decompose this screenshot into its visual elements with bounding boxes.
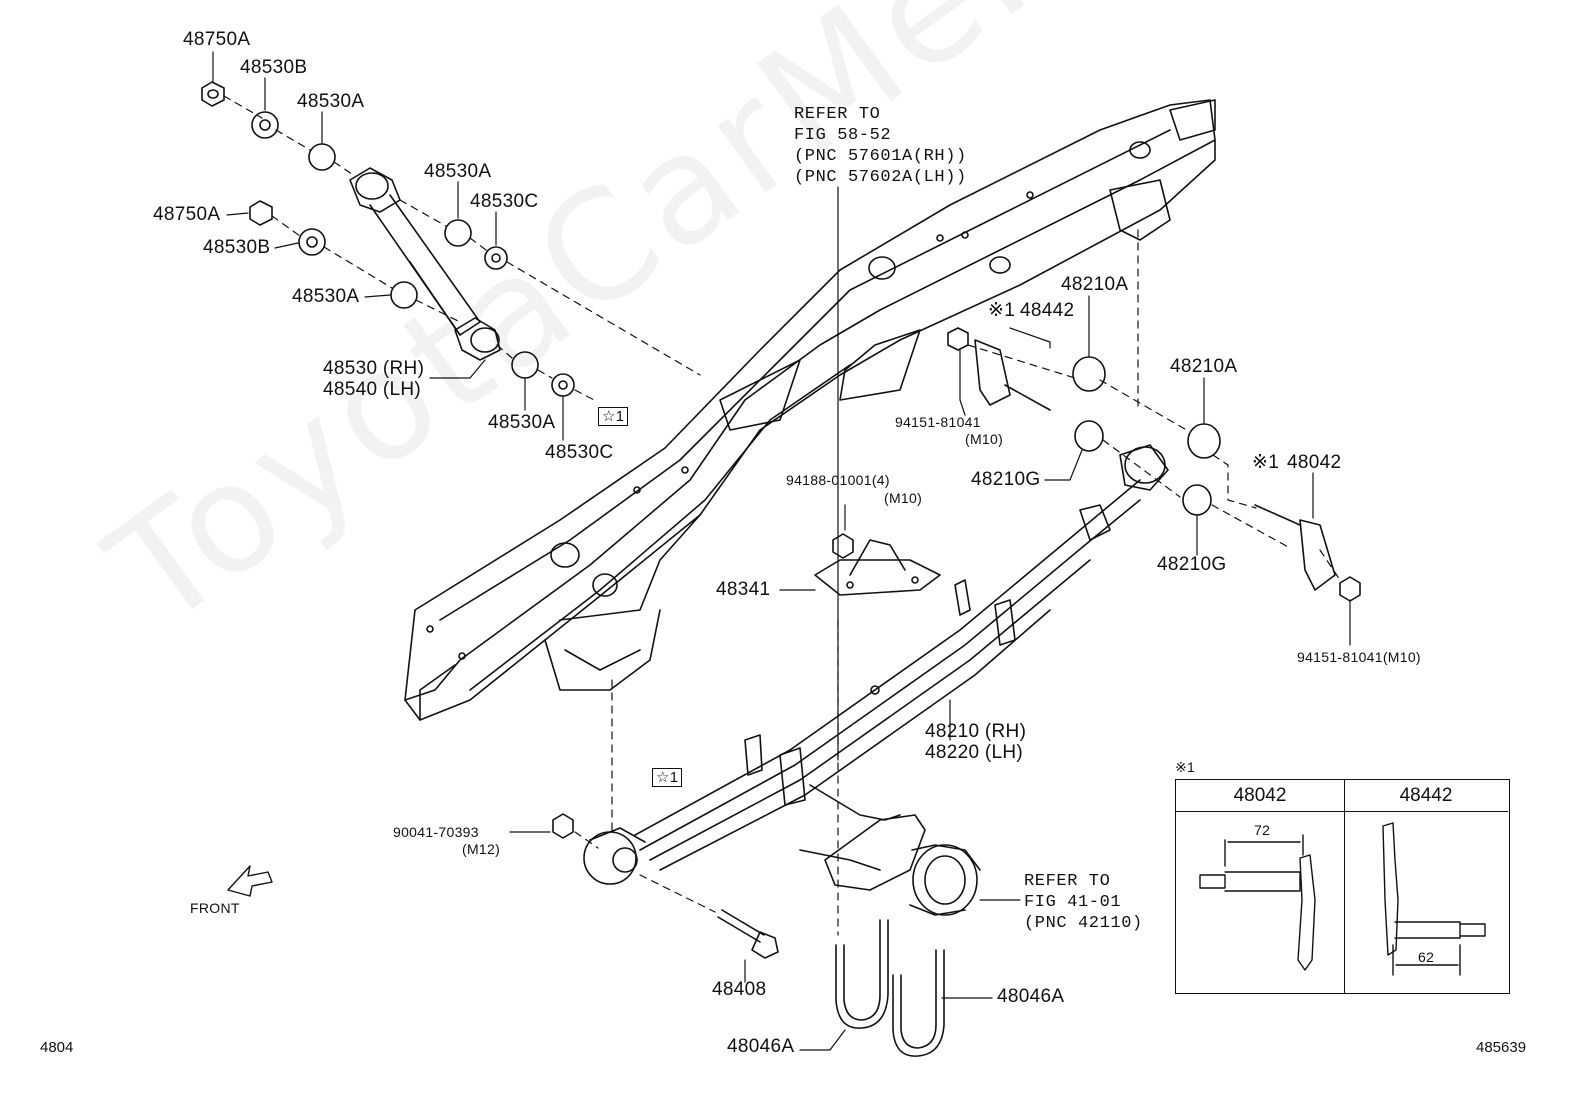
label-48046A-right: 48046A: [997, 986, 1065, 1007]
image-id: 485639: [1476, 1039, 1527, 1056]
inset-dimension-62: 62: [1418, 949, 1435, 965]
frame-rail: [404, 99, 1216, 721]
refer-to-axle-line2: FIG 41-01: [1024, 893, 1122, 912]
label-48046A-left: 48046A: [727, 1036, 795, 1057]
front-label: FRONT: [190, 900, 240, 916]
label-48750A-mid: 48750A: [153, 204, 221, 225]
inset-header-48042: 48042: [1176, 780, 1344, 812]
star-note-marker-top: ☆1: [598, 407, 629, 426]
hardware: [201, 81, 1361, 839]
u-bolts: [835, 919, 945, 1057]
inset-header-48442: 48442: [1344, 780, 1508, 812]
label-48408: 48408: [712, 979, 767, 1000]
refer-to-frame-line2: FIG 58-52: [794, 126, 892, 145]
label-90041-m12: (M12): [462, 841, 501, 857]
refer-to-frame-line3: (PNC 57601A(RH)): [794, 147, 967, 166]
diagram-id: 4804: [40, 1039, 74, 1056]
label-94188-01001: 94188-01001(4): [786, 472, 890, 488]
inset-dimension-table: 48042 48442: [1175, 779, 1510, 994]
label-48530-rh: 48530 (RH): [323, 358, 425, 379]
label-94151-81041-m10: (M10): [965, 431, 1004, 447]
inset-note-marker: ※1: [1175, 759, 1196, 775]
label-48442: 48442: [1020, 300, 1075, 321]
label-48530B-mid: 48530B: [203, 237, 271, 258]
label-48210G-left: 48210G: [971, 469, 1041, 490]
refer-to-axle-line1: REFER TO: [1024, 872, 1111, 891]
bolt-48408: [717, 909, 779, 959]
star-note-marker-bottom: ☆1: [652, 768, 683, 787]
label-48530B-top: 48530B: [240, 57, 308, 78]
inset-column-divider: [1344, 780, 1345, 993]
label-48750A-top: 48750A: [183, 29, 251, 50]
label-48210A-top: 48210A: [1061, 274, 1129, 295]
label-48042: 48042: [1287, 452, 1342, 473]
label-48210G-right: 48210G: [1157, 554, 1227, 575]
bump-stopper: [814, 539, 941, 596]
shock-absorber: [349, 167, 501, 361]
label-94151-81041-right: 94151-81041(M10): [1297, 649, 1421, 665]
label-48530A-bot: 48530A: [488, 412, 556, 433]
label-48530A-top: 48530A: [297, 91, 365, 112]
label-90041-70393: 90041-70393: [393, 824, 479, 840]
label-48530A-mid: 48530A: [424, 161, 492, 182]
inset-dimension-72: 72: [1254, 822, 1271, 838]
front-arrow: [227, 865, 273, 897]
label-48530A-low: 48530A: [292, 286, 360, 307]
label-48210-rh: 48210 (RH): [925, 721, 1027, 742]
refer-to-axle-line3: (PNC 42110): [1024, 914, 1143, 933]
shackles: [974, 339, 1336, 591]
inset-sketches: [1199, 822, 1486, 976]
note-marker-48442: ※1: [988, 300, 1016, 321]
label-48220-lh: 48220 (LH): [925, 742, 1024, 763]
axle-housing: [799, 784, 981, 916]
label-48341: 48341: [716, 579, 771, 600]
label-94188-m10: (M10): [884, 490, 923, 506]
label-48530C-top: 48530C: [470, 191, 539, 212]
refer-to-frame-line1: REFER TO: [794, 105, 881, 124]
label-48530C-bot: 48530C: [545, 442, 614, 463]
label-48210A-right: 48210A: [1170, 356, 1238, 377]
label-48540-lh: 48540 (LH): [323, 379, 422, 400]
label-94151-81041: 94151-81041: [895, 414, 981, 430]
leaf-spring: [583, 444, 1169, 885]
note-marker-48042: ※1: [1252, 452, 1280, 473]
refer-to-frame-line4: (PNC 57602A(LH)): [794, 168, 967, 187]
